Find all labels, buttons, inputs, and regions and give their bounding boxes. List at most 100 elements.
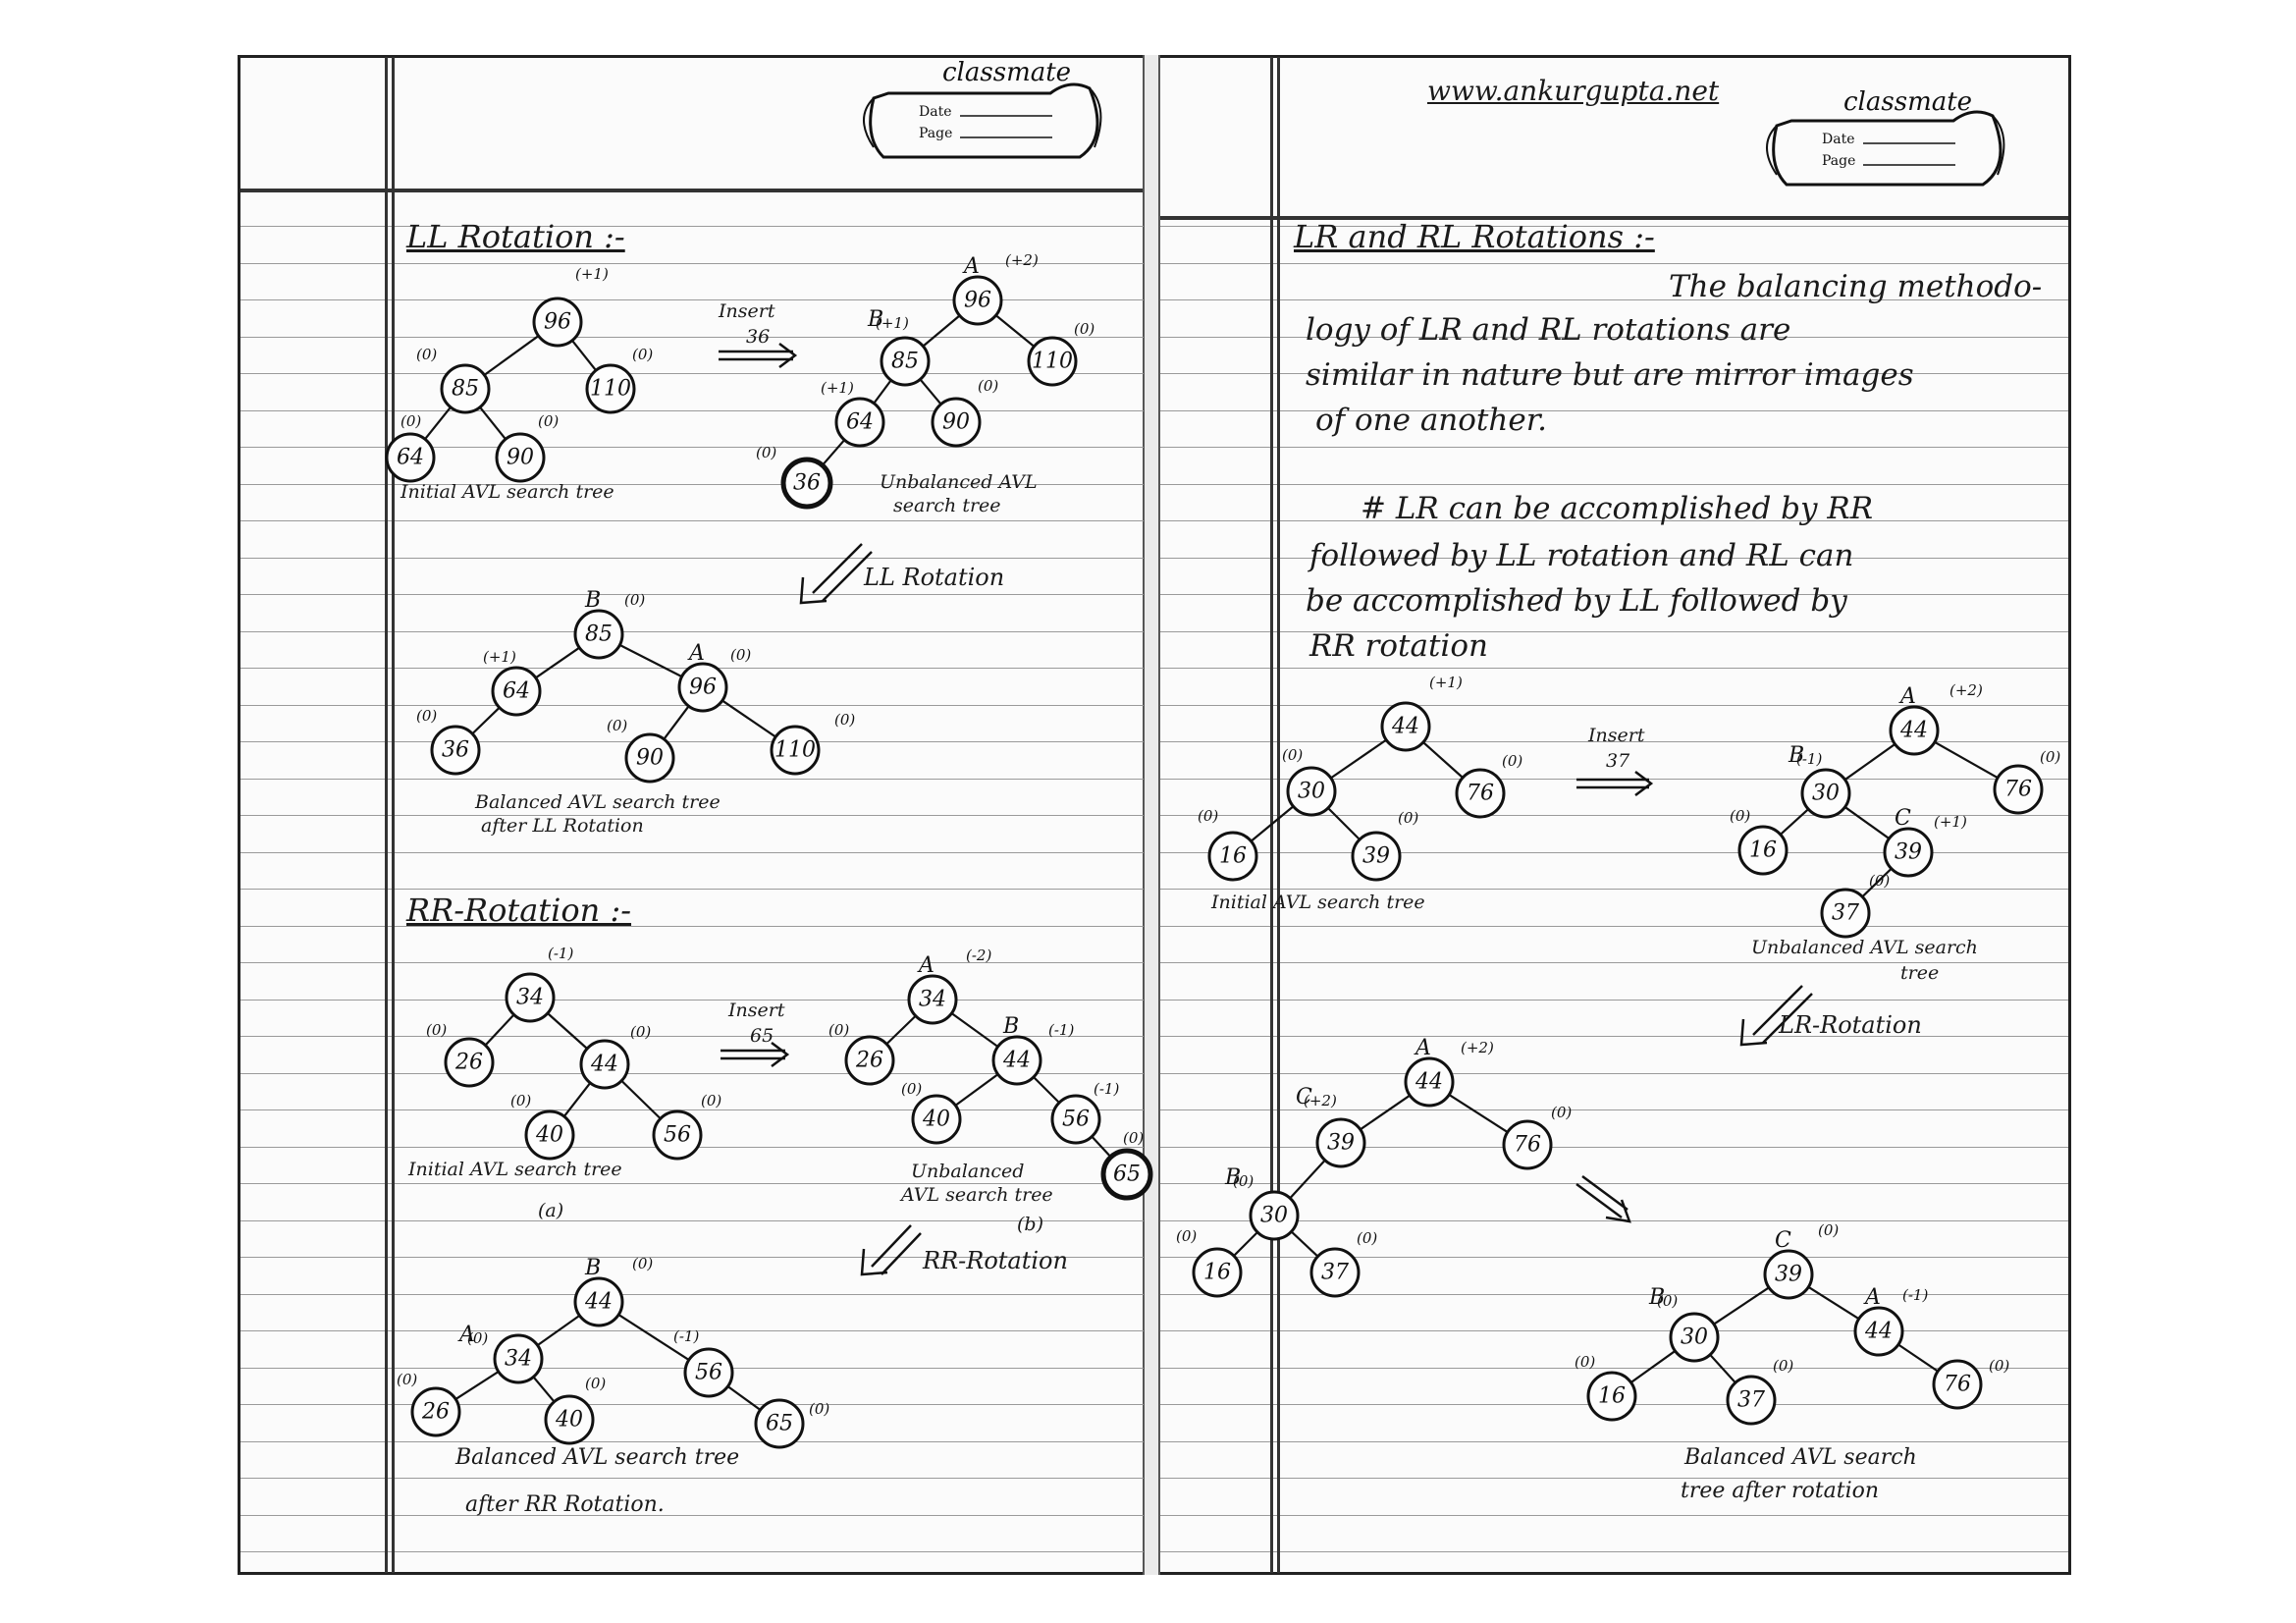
lr-t2-node-2: 76 bbox=[1993, 764, 2044, 815]
lr-t2-node-value-4: 39 bbox=[1895, 840, 1922, 865]
lr-t1-balance-factor-2: (0) bbox=[1502, 752, 1522, 770]
lr-t4-edge-2 bbox=[1628, 1348, 1679, 1385]
rr-t3-node-0: 44 bbox=[573, 1276, 624, 1327]
lr-t3-edge-4 bbox=[1288, 1228, 1321, 1260]
rr-t1-node-value-4: 56 bbox=[664, 1123, 691, 1148]
ll-t3-node-value-1: 64 bbox=[503, 679, 530, 704]
lr-t2-caption-1: Unbalanced AVL search bbox=[1751, 937, 1978, 958]
rr-t3-caption-1: Balanced AVL search tree bbox=[455, 1445, 740, 1470]
lr-t1-node-0: 44 bbox=[1380, 701, 1431, 752]
para-line-4: of one another. bbox=[1315, 403, 1547, 438]
ll-t1-balance-factor-2: (0) bbox=[632, 346, 653, 363]
lr-t2-tag-0: A bbox=[1898, 684, 1916, 709]
lr-t2-node-value-5: 37 bbox=[1832, 901, 1859, 926]
lr-t1-node-value-3: 16 bbox=[1219, 844, 1247, 869]
note-line-2: followed by LL rotation and RL can bbox=[1309, 538, 1854, 573]
ll-t2-edge-2 bbox=[871, 377, 894, 406]
lr-t1-node-3: 16 bbox=[1207, 831, 1258, 882]
lr-t2-node-value-0: 44 bbox=[1899, 719, 1928, 743]
lr-t1-node-value-1: 30 bbox=[1298, 780, 1325, 804]
ll-t2-balance-factor-2: (0) bbox=[1074, 320, 1095, 338]
insert-arrow-lr bbox=[1576, 771, 1654, 796]
left-header-rule bbox=[240, 189, 1143, 192]
lr-t4-edge-0 bbox=[1710, 1284, 1773, 1327]
ll-t3-node-value-3: 36 bbox=[442, 738, 469, 763]
rr-t3-node-3: 26 bbox=[410, 1386, 461, 1437]
ll-t1-balance-factor-3: (0) bbox=[400, 412, 421, 430]
ll-t1-node-value-4: 90 bbox=[507, 446, 534, 470]
ll-t2-balance-factor-0: (+2) bbox=[1005, 251, 1039, 269]
lr-t1-balance-factor-4: (0) bbox=[1398, 809, 1418, 827]
para-line-3: similar in nature but are mirror images bbox=[1306, 357, 1914, 393]
ll-t3-node-3: 36 bbox=[430, 725, 481, 776]
ll-t1-node-1: 85 bbox=[440, 363, 491, 414]
lr-t3-node-value-3: 30 bbox=[1260, 1204, 1288, 1228]
rr-insert-label: Insert bbox=[728, 1000, 785, 1021]
lr-t3-node-value-4: 16 bbox=[1203, 1261, 1231, 1285]
ll-t3-balance-factor-3: (0) bbox=[416, 707, 437, 725]
ll-t1-node-0: 96 bbox=[532, 297, 583, 348]
lr-t2-edge-0 bbox=[1842, 741, 1898, 783]
lr-t1-node-value-4: 39 bbox=[1362, 844, 1390, 869]
rr-t1-tree: 34(-1)26(0)44(0)40(0)56(0) bbox=[426, 945, 721, 1161]
lr-t2-balance-factor-3: (0) bbox=[1730, 807, 1750, 825]
ll-t2-balance-factor-1: (+1) bbox=[876, 314, 909, 332]
ll-insert-value: 36 bbox=[746, 326, 771, 348]
ll-t2-edge-0 bbox=[920, 312, 963, 350]
rr-t1-edge-1 bbox=[544, 1010, 591, 1052]
rr-t1-node-0: 34 bbox=[505, 972, 556, 1023]
rr-t2-balance-factor-2: (-1) bbox=[1048, 1021, 1074, 1039]
lr-t1-edge-3 bbox=[1325, 805, 1362, 842]
ll-t2-node-value-2: 110 bbox=[1032, 350, 1073, 374]
rr-t1-node-value-0: 34 bbox=[516, 986, 544, 1010]
lr-t2-balance-factor-4: (+1) bbox=[1934, 813, 1967, 831]
ll-t3-node-0: 85 bbox=[573, 609, 624, 660]
lr-t4-node-value-4: 37 bbox=[1737, 1388, 1765, 1413]
rr-t3-tree: 44(0)B34(0)A56(-1)26(0)40(0)65(0) bbox=[397, 1255, 829, 1449]
ll-t3-edge-1 bbox=[616, 642, 685, 679]
lr-t1-node-2: 76 bbox=[1455, 768, 1506, 819]
ll-t2-edge-4 bbox=[819, 437, 848, 468]
rr-t1-balance-factor-3: (0) bbox=[510, 1092, 531, 1109]
lr-t4-balance-factor-5: (0) bbox=[1989, 1357, 2009, 1375]
lr-t4-balance-factor-0: (0) bbox=[1818, 1221, 1839, 1239]
lr-t4-balance-factor-3: (0) bbox=[1575, 1353, 1595, 1371]
rr-t2-node-5: 65 bbox=[1100, 1148, 1153, 1201]
right-margin-line bbox=[1270, 57, 1273, 1573]
lr-t4-caption-1: Balanced AVL search bbox=[1684, 1445, 1917, 1470]
lr-t1-balance-factor-0: (+1) bbox=[1429, 674, 1463, 691]
rr-t3-edge-2 bbox=[453, 1369, 502, 1402]
classmate-logo-right-brand: classmate bbox=[1843, 87, 1972, 117]
lr-t1-balance-factor-3: (0) bbox=[1198, 807, 1218, 825]
rr-t1-balance-factor-0: (-1) bbox=[548, 945, 573, 962]
lr-t4-balance-factor-4: (0) bbox=[1773, 1357, 1793, 1375]
lr-t4-node-1: 30 bbox=[1669, 1312, 1720, 1363]
svg-text:Date: Date bbox=[1822, 132, 1854, 147]
ll-t2-tag-0: A bbox=[962, 254, 980, 279]
ll-heading: LL Rotation :- bbox=[406, 218, 625, 255]
rr-t3-node-2: 56 bbox=[683, 1347, 734, 1398]
right-header-rule bbox=[1160, 216, 2068, 220]
rr-t2-node-value-1: 26 bbox=[855, 1049, 883, 1073]
lr-t3-balance-factor-1: (+2) bbox=[1304, 1092, 1337, 1109]
rr-t2-node-3: 40 bbox=[911, 1094, 962, 1145]
lr-t4-balance-factor-1: (0) bbox=[1657, 1292, 1678, 1310]
right-margin-line-2 bbox=[1277, 57, 1280, 1573]
lr-t3-tag-1: C bbox=[1296, 1085, 1312, 1109]
ll-t1-node-value-0: 96 bbox=[544, 310, 571, 335]
ll-t3-node-value-4: 90 bbox=[636, 746, 664, 771]
rr-t3-node-5: 65 bbox=[754, 1398, 805, 1449]
lr-insert-label: Insert bbox=[1588, 725, 1645, 746]
rr-t2-balance-factor-5: (0) bbox=[1123, 1129, 1144, 1147]
ll-t2-node-value-3: 64 bbox=[846, 410, 874, 435]
ll-t3-node-value-0: 85 bbox=[585, 622, 613, 647]
rr-heading: RR-Rotation :- bbox=[406, 892, 632, 929]
lr-t2-node-value-3: 16 bbox=[1749, 839, 1777, 863]
ll-t3-node-1: 64 bbox=[491, 666, 542, 717]
lr-t3-edge-1 bbox=[1446, 1092, 1511, 1135]
lr-t3-node-value-5: 37 bbox=[1321, 1261, 1349, 1285]
ll-t3-node-2: 96 bbox=[677, 662, 728, 713]
ll-t2-edge-3 bbox=[917, 376, 944, 407]
lr-t4-node-value-1: 30 bbox=[1681, 1325, 1708, 1350]
rr-t1-balance-factor-1: (0) bbox=[426, 1021, 447, 1039]
